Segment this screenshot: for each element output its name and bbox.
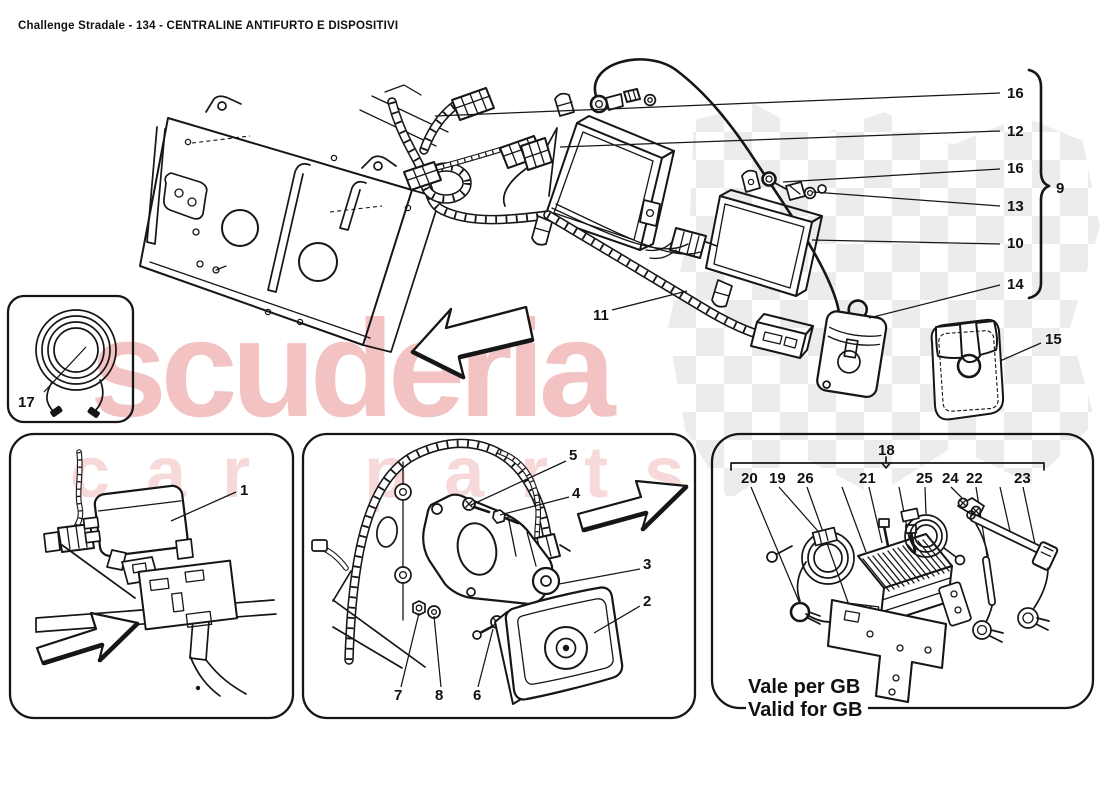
callout-label: 23 [1014, 470, 1031, 487]
callout-label: 21 [859, 470, 876, 487]
connector-block [403, 161, 442, 191]
callout-label: 1 [240, 482, 248, 499]
callout-label: 2 [643, 593, 651, 610]
callout-label: 24 [942, 470, 959, 487]
connector-block [451, 87, 495, 121]
callout-label: 10 [1007, 235, 1024, 252]
callout-label: 26 [797, 470, 814, 487]
harness-connector [750, 313, 814, 359]
gb-note: Vale per GB Valid for GB [746, 676, 869, 724]
key-fob [816, 299, 888, 398]
callout-label: 15 [1045, 331, 1062, 348]
harness-11 [543, 203, 814, 359]
callout-label: 19 [769, 470, 786, 487]
direction-arrow-left [410, 305, 535, 380]
alarm-ecu-2 [645, 169, 823, 308]
fob-pouch [930, 318, 1005, 421]
callout-label: 17 [18, 394, 35, 411]
callout-label: 5 [569, 447, 577, 464]
callout-label: 7 [394, 687, 402, 704]
callout-label: 22 [966, 470, 983, 487]
gb-bracket-plate [826, 598, 948, 704]
callout-label: 14 [1007, 276, 1024, 293]
callout-label: 25 [916, 470, 933, 487]
callout-label: 11 [593, 307, 609, 324]
mounting-plate [139, 95, 441, 353]
gb-note-english: Valid for GB [748, 699, 863, 721]
callout-leaders-main [434, 92, 1042, 362]
page-title: Challenge Stradale - 134 - CENTRALINE AN… [18, 20, 399, 32]
fastener-set [761, 171, 827, 201]
direction-arrow-right-2 [576, 479, 689, 533]
group-brace-9 [1027, 68, 1051, 300]
antenna-screw [623, 88, 657, 107]
antenna-cable [589, 58, 844, 328]
connector-block [669, 227, 718, 259]
callout-label: 9 [1056, 180, 1064, 197]
gb-note-italian: Vale per GB [748, 676, 861, 698]
callout-label: 8 [435, 687, 443, 704]
direction-arrow-right-1 [35, 611, 140, 666]
callout-label: 13 [1007, 198, 1024, 215]
siren-horn [494, 586, 624, 705]
callout-label: 6 [473, 687, 481, 704]
alarm-ecu-main [502, 92, 675, 251]
callout-label: 18 [878, 442, 895, 459]
wiring-harness [387, 87, 553, 225]
callout-label: 3 [643, 556, 651, 573]
callout-label: 20 [741, 470, 758, 487]
inset-alarm-unit: 1 [8, 432, 295, 720]
inset-siren: 5 4 3 2 7 8 6 [301, 432, 697, 720]
callout-label: 16 [1007, 160, 1024, 177]
callout-label: 4 [572, 485, 581, 502]
inset-gb-kit: 18 20 19 26 21 25 24 22 23 [710, 432, 1095, 710]
callout-label: 16 [1007, 85, 1024, 102]
inset-cable-17: 17 [6, 294, 135, 424]
callout-label: 12 [1007, 123, 1024, 140]
